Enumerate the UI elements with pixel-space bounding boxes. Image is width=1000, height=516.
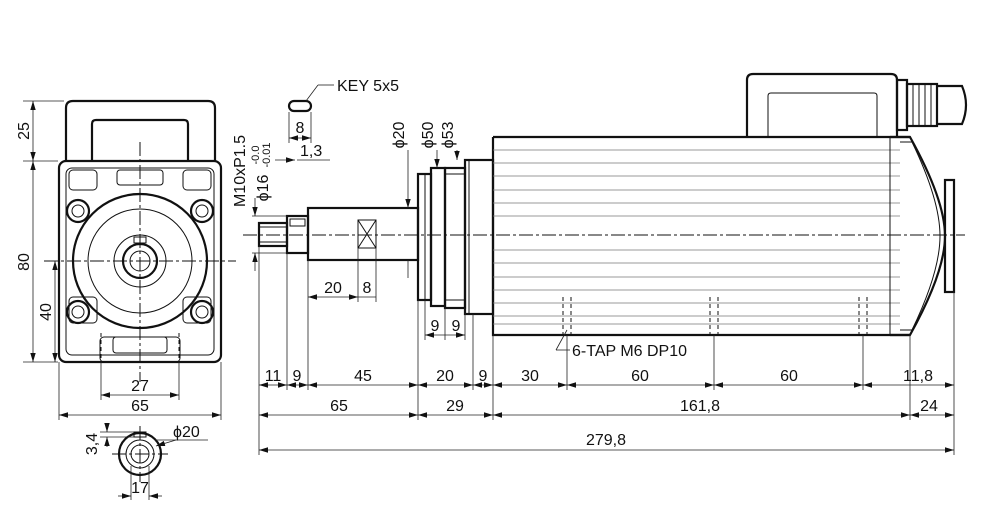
dim-65: 65 <box>131 398 149 415</box>
dim-17: 17 <box>131 480 149 497</box>
dim-27: 27 <box>131 378 149 395</box>
cooling-fins <box>493 149 900 325</box>
row1-dim-7: 60 <box>780 368 798 385</box>
phi53-label: ϕ53 <box>440 122 457 149</box>
phi16-tol-lower: -0.01 <box>261 142 273 167</box>
screw-holes <box>65 198 215 325</box>
tap-note: 6-TAP M6 DP10 <box>572 343 687 360</box>
flange-dim-9b: 9 <box>452 318 461 335</box>
key-label: KEY 5x5 <box>337 78 399 95</box>
shaft-section-view: 3,4 ϕ20 17 <box>84 423 208 500</box>
flange-dim-9a: 9 <box>431 318 440 335</box>
row1-dim-3: 20 <box>436 368 454 385</box>
side-view: M10xP1.5 ϕ16 -0.0 -0.01 ϕ20 ϕ50 ϕ53 20 8… <box>232 72 968 455</box>
key-detail: KEY 5x5 8 1,3 <box>275 78 399 163</box>
thread-label: M10xP1.5 <box>232 135 249 207</box>
row1-dim-2: 45 <box>354 368 372 385</box>
phi20-label: ϕ20 <box>391 122 408 149</box>
row1-dim-6: 60 <box>631 368 649 385</box>
phi16-tol-upper: -0.0 <box>250 146 262 165</box>
tap-holes <box>562 297 868 335</box>
key-dim-8: 8 <box>296 120 305 137</box>
row2-dim-1: 29 <box>446 398 464 415</box>
shaft-dim-8: 8 <box>363 280 372 297</box>
row2-dim-2: 161,8 <box>680 398 720 415</box>
row3-dim-0: 279,8 <box>586 432 626 449</box>
row1-dim-8: 11,8 <box>903 368 933 385</box>
row1-dim-5: 30 <box>521 368 539 385</box>
front-view: 25 80 40 27 65 <box>16 99 236 420</box>
row1-dim-4: 9 <box>479 368 488 385</box>
phi16-label: ϕ16 <box>255 175 272 202</box>
dim-25: 25 <box>16 122 33 140</box>
dim-40: 40 <box>38 303 55 321</box>
dim-80: 80 <box>16 253 33 271</box>
row1-dim-0: 11 <box>265 368 282 385</box>
dim-3-4: 3,4 <box>84 433 101 455</box>
phi50-label: ϕ50 <box>420 122 437 149</box>
row2-dim-0: 65 <box>330 398 348 415</box>
row2-dim-3: 24 <box>920 398 938 415</box>
row1-dim-1: 9 <box>293 368 302 385</box>
dim-phi20-section: ϕ20 <box>173 424 200 441</box>
shaft-dim-20: 20 <box>324 280 342 297</box>
key-dim-1-3: 1,3 <box>300 143 322 160</box>
